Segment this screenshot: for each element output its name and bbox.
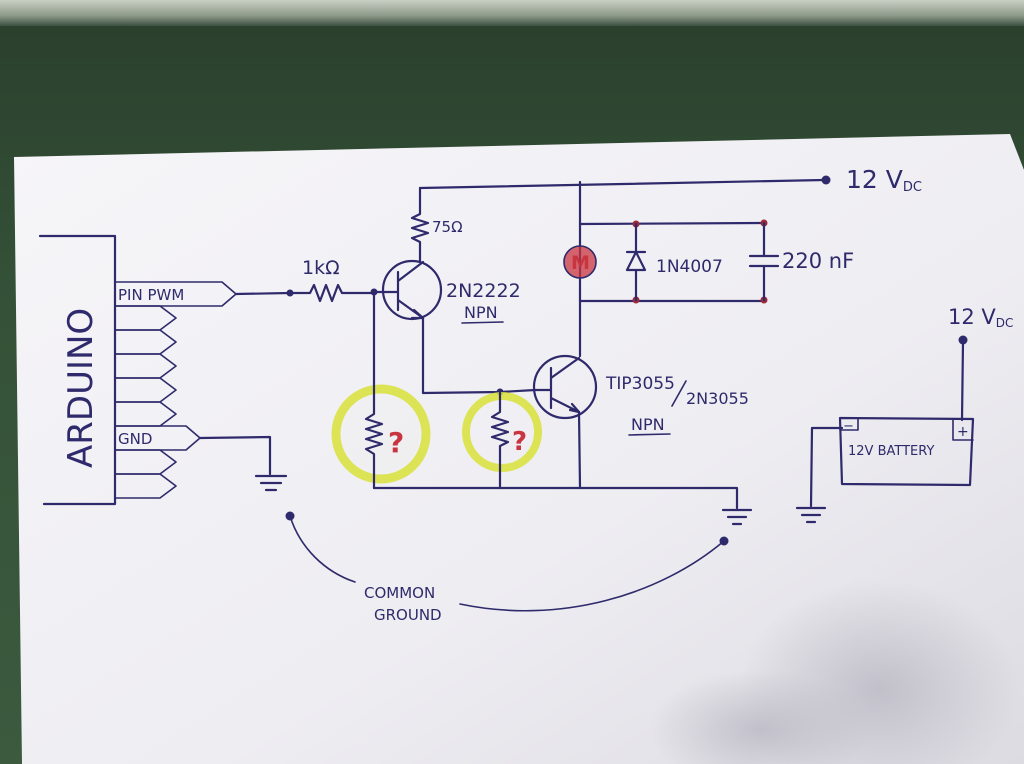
paper-sheet [14, 134, 1024, 764]
supply-top-sub: DC [903, 180, 922, 195]
pin-pwm-label: PIN PWM [118, 286, 184, 304]
battery-terminal [958, 335, 968, 345]
ground-symbol-circuit [721, 508, 753, 526]
resistor-75 [410, 186, 430, 264]
resistor-1k [288, 283, 374, 303]
supply-terminal [821, 175, 831, 185]
battery-pos-wire [960, 340, 965, 422]
q2-type-label: NPN [631, 415, 665, 434]
ground-symbol-battery [795, 506, 827, 524]
q1-type-label: NPN [464, 303, 498, 322]
unknown-resistor-1: ? [331, 290, 431, 490]
transistor-tip3055 [532, 354, 598, 420]
q1-type-underline [461, 321, 504, 324]
battery-12v [838, 416, 975, 487]
common-ground-line1: COMMON [364, 584, 435, 602]
supply-battery-label: 12 VDC [948, 305, 1013, 330]
load-top-wire [578, 221, 766, 226]
battery-pos-label: + [957, 424, 969, 440]
q2-part-a-label: TIP3055 [605, 374, 675, 394]
supply-top-value: 12 V [846, 165, 903, 194]
unknown-resistor-2: ? [462, 390, 542, 490]
q2-type-underline [628, 433, 671, 436]
q1-part-label: 2N2222 [446, 280, 521, 302]
emitter-wire [577, 410, 582, 490]
ground-symbol-arduino [254, 474, 288, 492]
background-strip [0, 0, 1024, 26]
q1-emitter-wire [421, 316, 537, 395]
supply-top-label: 12 VDC [846, 165, 922, 195]
battery-neg-label: − [843, 419, 854, 434]
resistor-1k-label: 1kΩ [302, 257, 340, 279]
supply-battery-sub: DC [996, 316, 1014, 330]
common-ground-line2: GROUND [374, 606, 442, 624]
unknown-1-label: ? [388, 426, 404, 459]
ground-bus [372, 486, 739, 510]
unknown-2-label: ? [512, 427, 527, 457]
motor-label: M [571, 252, 590, 274]
motor-symbol: M [563, 245, 597, 279]
transistor-2n2222 [372, 259, 443, 321]
annotation-curve-left [289, 515, 356, 583]
annotation-curve-right [459, 540, 725, 612]
supply-rail [418, 178, 826, 190]
capacitor-220nf [748, 221, 780, 302]
battery-label: 12V BATTERY [848, 444, 934, 459]
capacitor-label: 220 nF [782, 249, 854, 273]
supply-battery-value: 12 V [948, 305, 996, 329]
arduino-gnd-wire [198, 435, 272, 476]
gnd-label: GND [118, 430, 152, 448]
hand-shadow [650, 670, 870, 764]
diode-label: 1N4007 [656, 257, 723, 277]
arduino-label: ARDUINO [61, 308, 101, 468]
diode-1n4007 [625, 222, 647, 302]
battery-neg-wire [809, 426, 844, 508]
q2-part-b-label: 2N3055 [686, 389, 749, 408]
pwm-wire [234, 291, 292, 296]
resistor-75-label: 75Ω [432, 218, 463, 236]
q2-slash [671, 380, 687, 407]
